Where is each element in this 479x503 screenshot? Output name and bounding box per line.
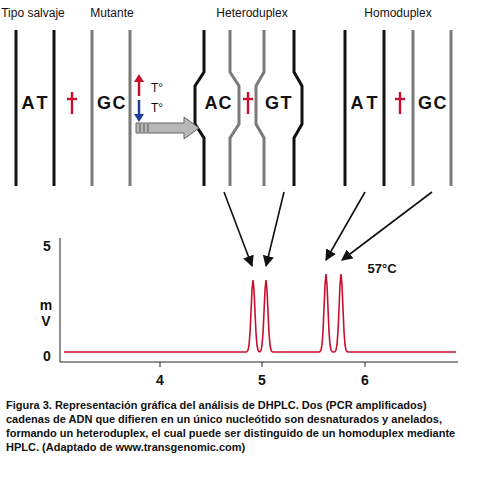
chart-tick	[365, 362, 366, 367]
dna-strand	[91, 30, 94, 186]
temperature-down-arrow	[134, 114, 144, 122]
dna-strand	[383, 30, 386, 186]
peak-pointer	[266, 192, 284, 266]
base-letter: G	[97, 93, 111, 114]
dna-strand	[195, 30, 204, 186]
figure-caption: Figura 3. Representación gráfica del aná…	[6, 398, 472, 454]
base-letter: C	[434, 93, 447, 114]
chart-tick	[262, 362, 263, 367]
dna-strand	[344, 30, 347, 186]
dna-strand	[256, 30, 264, 186]
temperature-up-arrow	[134, 74, 144, 82]
axis-value: 5	[43, 238, 51, 254]
base-letter: C	[113, 93, 126, 114]
base-letter: G	[265, 93, 279, 114]
group-heading: Tipo salvaje	[1, 6, 65, 20]
mismatch-dagger	[395, 92, 405, 114]
axis-value: 0	[43, 348, 51, 364]
base-letter: T	[367, 93, 378, 114]
mismatch-dagger	[67, 92, 77, 114]
chart-axis	[60, 238, 458, 362]
group-heading: Homoduplex	[364, 6, 431, 20]
axis-unit: m V	[39, 297, 53, 329]
process-arrow-stripe	[148, 124, 149, 132]
base-letter: A	[351, 93, 364, 114]
chromatogram-trace	[64, 274, 456, 352]
temperature-label: T°	[151, 81, 163, 95]
base-letter: G	[418, 93, 432, 114]
dna-strand	[53, 30, 56, 186]
base-letter: T	[37, 93, 48, 114]
dna-strand	[129, 30, 132, 186]
group-heading: Heteroduplex	[216, 6, 287, 20]
temperature-down-arrow	[138, 100, 141, 116]
dna-strand	[412, 30, 415, 186]
chart-tick	[160, 362, 161, 367]
axis-value: 6	[361, 372, 369, 388]
temperature-label: T°	[151, 101, 163, 115]
process-arrow-stripe	[144, 124, 145, 132]
axis-value: 4	[156, 372, 164, 388]
mismatch-dagger	[243, 92, 253, 114]
dna-strand	[15, 30, 18, 186]
base-letter: A	[205, 93, 218, 114]
base-letter: A	[22, 93, 35, 114]
axis-value: 5	[258, 372, 266, 388]
dna-strand	[294, 30, 302, 186]
temperature-up-arrow	[138, 80, 141, 96]
process-arrow	[136, 117, 199, 139]
peak-pointer	[224, 192, 252, 266]
process-arrow-stripe	[140, 124, 141, 132]
group-heading: Mutante	[90, 6, 133, 20]
peak-pointer	[326, 192, 365, 260]
base-letter: T	[281, 93, 292, 114]
base-letter: C	[219, 93, 232, 114]
dna-strand	[450, 30, 453, 186]
temperature-label: 57°C	[367, 261, 396, 276]
peak-pointer	[342, 192, 432, 260]
